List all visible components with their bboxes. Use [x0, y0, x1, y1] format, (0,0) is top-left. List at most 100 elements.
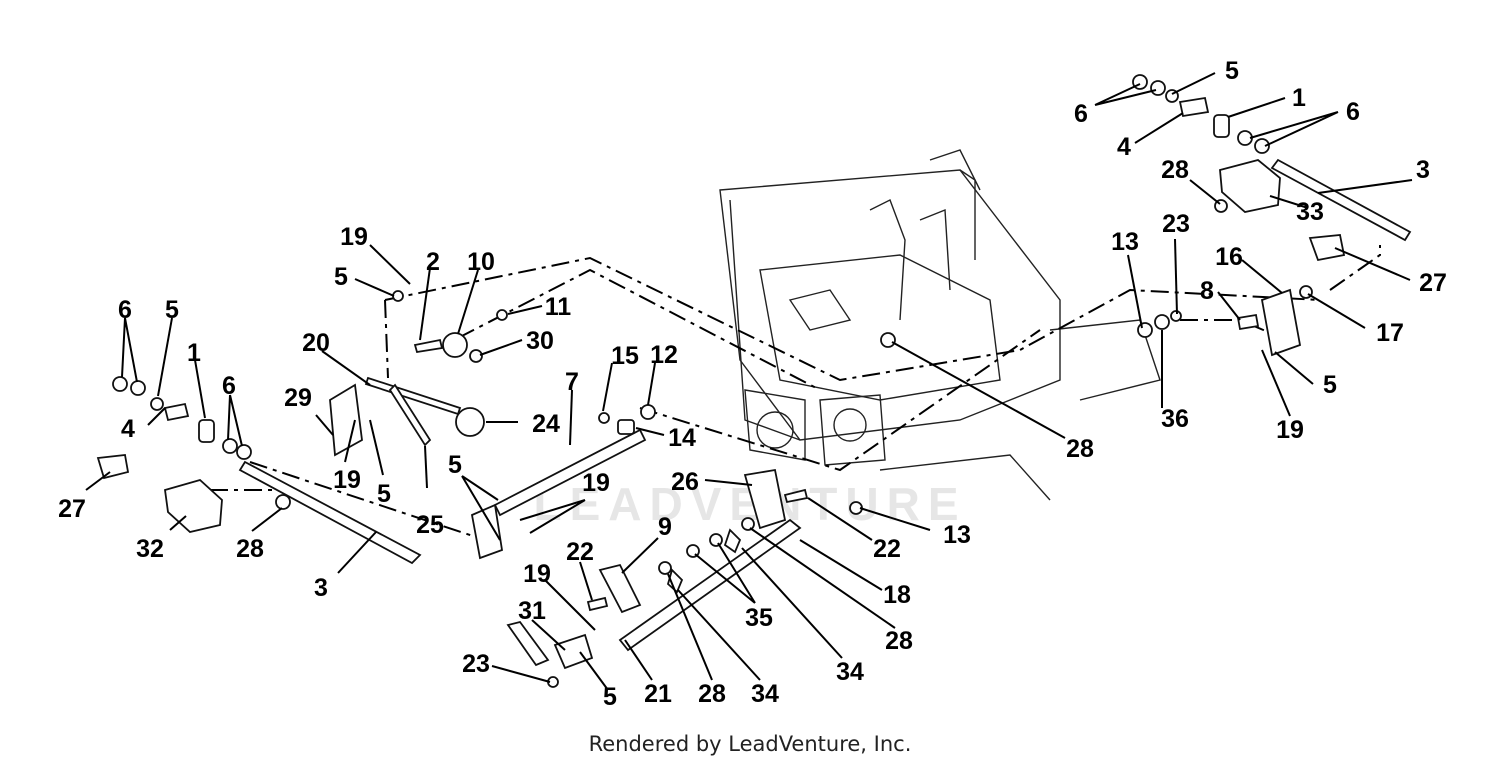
rod-left [238, 460, 422, 565]
callout-5: 5 [1225, 57, 1239, 85]
callout-6: 6 [222, 372, 236, 400]
nut-30 [469, 349, 483, 363]
washer-11 [496, 309, 508, 321]
washer-36 [1154, 314, 1170, 330]
knob-right [1308, 234, 1346, 262]
callout-25: 25 [416, 511, 444, 539]
rod-20 [364, 376, 462, 416]
callout-19: 19 [333, 466, 361, 494]
shaft-18 [618, 518, 802, 652]
spring-right [1178, 96, 1210, 118]
nut-35-b [709, 533, 723, 547]
control-bracket-right [1219, 159, 1281, 213]
callout-27: 27 [1419, 269, 1447, 297]
bolt-22-upper [783, 488, 809, 504]
callout-19: 19 [1276, 416, 1304, 444]
leader-lines [85, 72, 1413, 691]
callout-24: 24 [532, 410, 560, 438]
bolt-22-lower [586, 596, 609, 612]
nut-right-d [1254, 138, 1270, 154]
knob-left [96, 454, 130, 480]
lever-lower-left [470, 503, 504, 560]
callout-6: 6 [1074, 100, 1088, 128]
callout-33: 33 [1296, 198, 1324, 226]
callout-5: 5 [1323, 371, 1337, 399]
link-25 [388, 383, 432, 447]
nut-left-d [236, 444, 252, 460]
callout-1: 1 [187, 339, 201, 367]
nut-right-b [1150, 80, 1166, 96]
callout-28: 28 [698, 680, 726, 708]
nut-13-upper [1137, 322, 1153, 338]
spring-left [163, 402, 190, 422]
control-bracket-left [164, 478, 223, 533]
ball-24 [455, 407, 485, 437]
callout-22: 22 [566, 538, 594, 566]
callout-19: 19 [340, 223, 368, 251]
callout-28: 28 [885, 627, 913, 655]
callout-30: 30 [526, 327, 554, 355]
ferrule-right [1213, 114, 1230, 138]
nut-left-c [222, 438, 238, 454]
callout-19: 19 [582, 469, 610, 497]
callout-26: 26 [671, 468, 699, 496]
link-31 [553, 633, 594, 670]
callout-5: 5 [377, 480, 391, 508]
lever-16 [1260, 288, 1302, 357]
callout-11: 11 [545, 293, 572, 321]
footer-credit: Rendered by LeadVenture, Inc. [588, 732, 912, 756]
callout-5: 5 [603, 683, 617, 711]
pivot-10 [442, 332, 468, 358]
callout-16: 16 [1215, 243, 1243, 271]
nut-28-b [741, 517, 755, 531]
callout-13: 13 [1111, 228, 1139, 256]
callout-4: 4 [1117, 133, 1131, 161]
parts [96, 74, 1412, 688]
callout-28: 28 [1161, 156, 1189, 184]
callout-4: 4 [121, 415, 135, 443]
spring-31 [506, 620, 550, 667]
bushing-12 [640, 404, 656, 420]
callout-28: 28 [236, 535, 264, 563]
callout-3: 3 [314, 574, 328, 602]
callout-34: 34 [836, 658, 864, 686]
bolt-2 [413, 338, 444, 354]
nut-left-b [130, 380, 146, 396]
callout-6: 6 [1346, 98, 1360, 126]
callout-5: 5 [334, 263, 348, 291]
callout-17: 17 [1376, 319, 1404, 347]
callout-6: 6 [118, 296, 132, 324]
callout-29: 29 [284, 384, 312, 412]
callout-9: 9 [658, 513, 672, 541]
callout-36: 36 [1161, 405, 1189, 433]
callout-1: 1 [1292, 84, 1306, 112]
clip-15 [598, 412, 610, 424]
callout-3: 3 [1416, 156, 1430, 184]
callout-8: 8 [1200, 277, 1214, 305]
callout-32: 32 [136, 535, 164, 563]
bushing-14 [617, 419, 635, 435]
mower-frame [719, 149, 1161, 501]
callout-31: 31 [518, 597, 546, 625]
plate-9 [598, 563, 642, 614]
callout-18: 18 [883, 581, 911, 609]
callout-12: 12 [650, 341, 678, 369]
washer-5-top [392, 290, 404, 302]
callout-10: 10 [467, 248, 495, 276]
callout-23: 23 [1162, 210, 1190, 238]
callout-20: 20 [302, 329, 330, 357]
callout-22: 22 [873, 535, 901, 563]
callout-23: 23 [462, 650, 490, 678]
callout-2: 2 [426, 248, 440, 276]
rod-right [1270, 158, 1412, 242]
callout-15: 15 [611, 342, 639, 370]
bolt-8 [1236, 313, 1260, 331]
callout-13: 13 [943, 521, 971, 549]
bracket-29 [329, 383, 363, 457]
callout-35: 35 [745, 604, 773, 632]
callout-27: 27 [58, 495, 86, 523]
callout-21: 21 [644, 680, 672, 708]
washer-left [150, 397, 164, 411]
nut-28-center [880, 332, 896, 348]
